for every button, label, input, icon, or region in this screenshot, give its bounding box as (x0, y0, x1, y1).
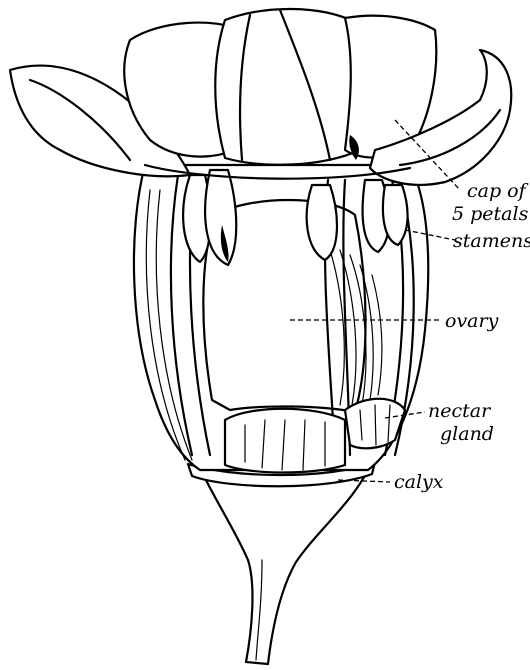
petal-cap (10, 9, 511, 185)
label-nectar: nectar (428, 400, 492, 422)
label-5-petals: 5 petals (452, 203, 529, 225)
nectar-gland (225, 409, 345, 473)
label-gland: gland (440, 423, 494, 445)
label-ovary: ovary (445, 310, 499, 332)
label-stamens: stamens (453, 230, 530, 252)
label-calyx: calyx (394, 471, 444, 493)
label-cap-of: cap of (467, 180, 529, 202)
pedicel (200, 468, 368, 664)
